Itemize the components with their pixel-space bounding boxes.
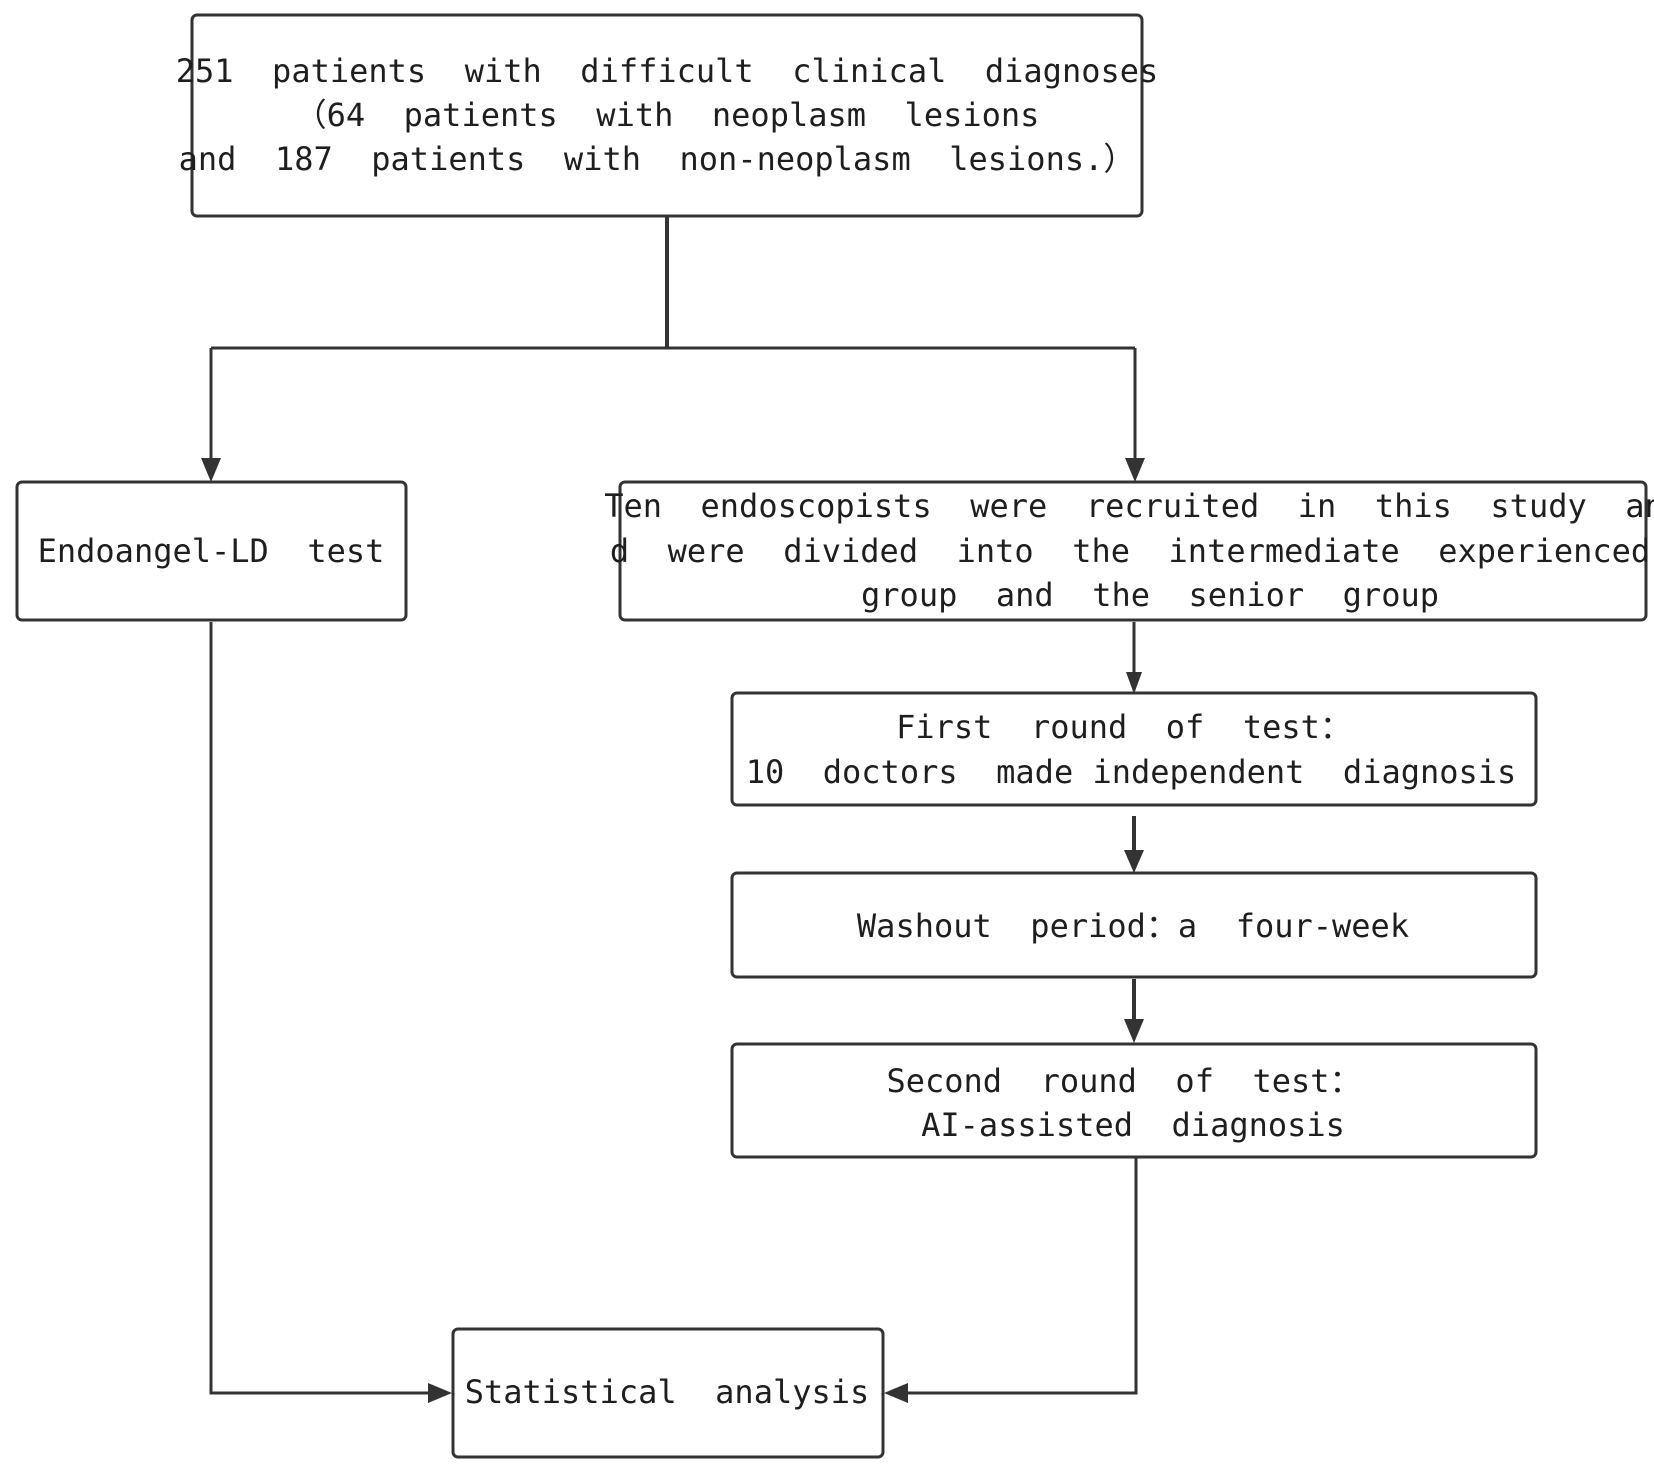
- node-patients: 251 patients with difficult clinical dia…: [176, 13, 1159, 218]
- node-first-round-line-2: 10 doctors made independent diagnosis: [746, 753, 1517, 791]
- node-second-round: Second round of test： AI-assisted diagno…: [730, 1042, 1538, 1159]
- node-washout-label: Washout period：a four-week: [857, 907, 1409, 945]
- node-first-round-box: [730, 691, 1538, 807]
- node-endoangel-label: Endoangel-LD test: [38, 532, 385, 570]
- node-second-round-box: [730, 1042, 1538, 1159]
- connector-endoangel-to-statistical: [209, 622, 430, 1395]
- node-first-round-line-1: First round of test：: [896, 708, 1352, 746]
- node-washout-box: [730, 871, 1538, 979]
- node-endoscopists-line-1: Ten endoscopists were recruited in this …: [604, 487, 1654, 525]
- node-patients-line-3: and 187 patients with non-neoplasm lesio…: [179, 140, 1136, 178]
- arrowhead-second-round: [1124, 1019, 1144, 1043]
- node-statistical: Statistical analysis: [451, 1327, 885, 1459]
- arrowhead-first-round: [1126, 672, 1142, 694]
- node-endoscopists: Ten endoscopists were recruited in this …: [604, 480, 1654, 622]
- arrowhead-endoangel: [201, 458, 221, 482]
- node-washout: Washout period：a four-week: [730, 871, 1538, 979]
- arrowhead-endoscopists: [1125, 458, 1145, 482]
- node-patients-box: [190, 13, 1144, 218]
- node-endoangel: Endoangel-LD test: [15, 480, 408, 622]
- node-endoscopists-line-2: d were divided into the intermediate exp…: [610, 532, 1650, 570]
- node-statistical-box: [451, 1327, 885, 1459]
- connectors: [201, 217, 1145, 1403]
- node-second-round-line-2: AI-assisted diagnosis: [921, 1106, 1345, 1144]
- arrowhead-statistical-left: [428, 1383, 452, 1403]
- node-endoscopists-line-3: group and the senior group: [861, 576, 1439, 614]
- node-statistical-label: Statistical analysis: [465, 1373, 870, 1411]
- node-patients-line-1: 251 patients with difficult clinical dia…: [176, 52, 1159, 90]
- arrowhead-washout: [1124, 850, 1144, 873]
- node-endoscopists-box: [618, 480, 1648, 622]
- connector-second-round-to-statistical: [906, 1158, 1138, 1395]
- node-first-round: First round of test： 10 doctors made ind…: [730, 691, 1538, 807]
- node-endoangel-box: [15, 480, 408, 622]
- node-second-round-line-1: Second round of test：: [886, 1062, 1361, 1100]
- node-patients-line-2: （64 patients with neoplasm lesions: [295, 96, 1040, 134]
- arrowhead-statistical-right: [884, 1383, 908, 1403]
